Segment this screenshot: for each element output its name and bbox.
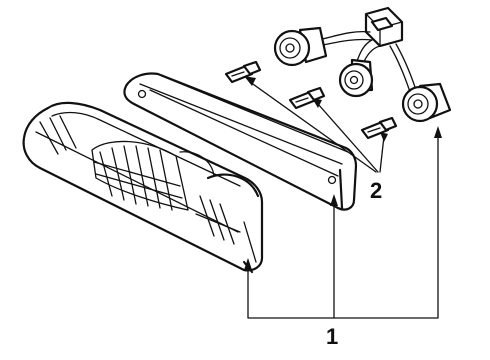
callout-2: 2 xyxy=(370,178,382,203)
lamp-housing xyxy=(123,72,358,211)
callout-1: 1 xyxy=(326,324,338,349)
leader-lines xyxy=(244,76,442,319)
bulb-socket-upper xyxy=(273,26,328,67)
wedge-bulb-upper xyxy=(224,60,262,84)
bulb-socket-lower xyxy=(401,82,452,123)
socket-harness xyxy=(273,6,452,123)
wedge-bulb-lower xyxy=(360,116,398,140)
bulb-socket-middle xyxy=(338,58,374,98)
lamp-lens-assembly xyxy=(22,101,264,274)
